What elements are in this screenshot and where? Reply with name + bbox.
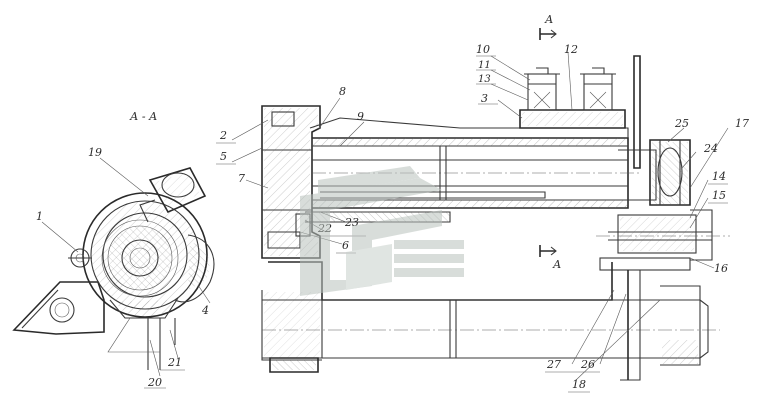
label-13: 13	[478, 74, 491, 85]
top-cylinder	[139, 167, 207, 223]
label-8: 8	[339, 85, 346, 98]
label-20: 20	[147, 376, 162, 389]
section-marker-bottom: А	[539, 245, 561, 271]
label-11: 11	[478, 60, 491, 71]
label-24: 24	[703, 142, 718, 155]
label-16: 16	[714, 262, 728, 275]
label-15: 15	[712, 189, 726, 202]
label-17: 17	[735, 117, 749, 130]
right-gear-housing	[596, 139, 730, 271]
section-mark-top: А	[544, 13, 553, 26]
label-7: 7	[238, 172, 245, 185]
label-27: 27	[546, 358, 561, 371]
label-10: 10	[476, 43, 490, 56]
label-5: 5	[220, 150, 227, 163]
label-14: 14	[712, 170, 726, 183]
label-12: 12	[564, 43, 578, 56]
section-mark-bottom: А	[552, 258, 561, 271]
label-25: 25	[674, 117, 689, 130]
main-tube	[305, 117, 640, 223]
main-view: А А 2 5 7 8 9	[216, 13, 749, 393]
watermark-logo	[300, 166, 464, 296]
top-mechanism	[519, 55, 657, 201]
label-2: 2	[219, 129, 227, 142]
label-4: 4	[201, 304, 209, 317]
section-title: А - А	[129, 110, 157, 123]
gear-teeth	[101, 219, 179, 297]
label-1: 1	[36, 210, 43, 223]
label-9: 9	[357, 110, 364, 123]
label-6: 6	[342, 239, 349, 252]
section-marker-top: А	[539, 13, 557, 40]
label-18: 18	[572, 378, 586, 391]
lower-housing	[261, 261, 720, 381]
label-21: 21	[167, 356, 182, 369]
base-bracket	[12, 281, 105, 335]
label-19: 19	[88, 146, 102, 159]
bracket-hole	[49, 297, 75, 323]
label-3: 3	[481, 92, 488, 105]
section-view-aa: А - А	[12, 110, 215, 389]
label-26: 26	[580, 358, 595, 371]
